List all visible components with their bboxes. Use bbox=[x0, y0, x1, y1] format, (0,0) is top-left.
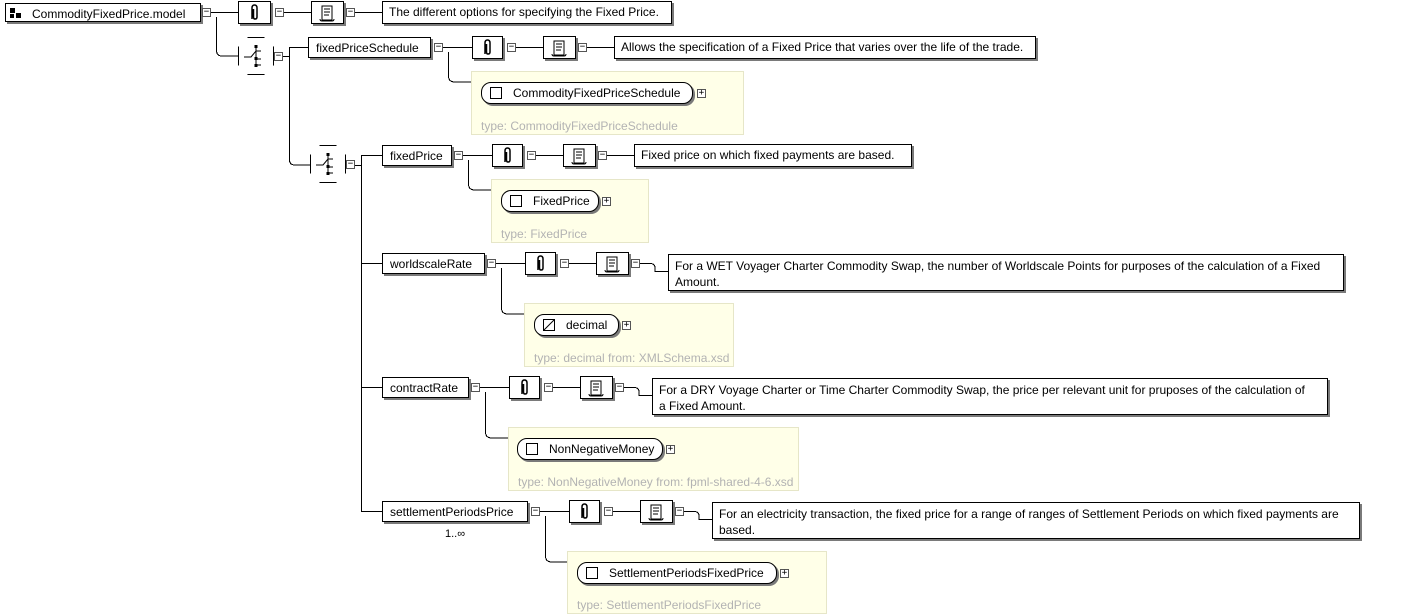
collapse-toggle[interactable]: − bbox=[346, 7, 355, 17]
scroll-icon bbox=[580, 376, 613, 399]
complex-type-pill[interactable]: FixedPrice bbox=[501, 190, 599, 212]
type-name: decimal bbox=[566, 318, 608, 332]
collapse-toggle[interactable]: − bbox=[544, 382, 553, 392]
element-label: worldscaleRate bbox=[390, 257, 473, 271]
expand-toggle[interactable]: + bbox=[780, 568, 789, 578]
collapse-toggle[interactable]: − bbox=[604, 506, 613, 516]
collapse-toggle[interactable]: − bbox=[275, 7, 284, 17]
choice-compositor-icon[interactable] bbox=[238, 37, 274, 75]
expand-toggle[interactable]: + bbox=[697, 88, 706, 98]
type-label: type: NonNegativeMoney from: fpml-shared… bbox=[518, 475, 794, 489]
scroll-icon bbox=[596, 252, 629, 275]
complex-type-icon bbox=[586, 567, 598, 579]
collapse-toggle[interactable]: − bbox=[531, 506, 540, 516]
choice-compositor-icon[interactable] bbox=[310, 145, 346, 183]
paperclip-icon bbox=[492, 144, 523, 167]
collapse-toggle[interactable]: − bbox=[631, 258, 640, 268]
collapse-toggle[interactable]: − bbox=[675, 506, 684, 516]
collapse-toggle[interactable]: − bbox=[578, 42, 587, 52]
expand-toggle[interactable]: + bbox=[666, 444, 675, 454]
type-label: type: SettlementPeriodsFixedPrice bbox=[577, 598, 762, 612]
collapse-toggle[interactable]: − bbox=[471, 382, 480, 392]
documentation-text: Fixed price on which fixed payments are … bbox=[641, 148, 895, 162]
simple-type-pill[interactable]: decimal bbox=[534, 314, 619, 336]
paperclip-icon bbox=[509, 376, 540, 399]
paperclip-icon bbox=[525, 252, 556, 275]
documentation-box: Fixed price on which fixed payments are … bbox=[634, 144, 912, 167]
scroll-icon bbox=[563, 144, 596, 167]
type-name: SettlementPeriodsFixedPrice bbox=[609, 566, 764, 580]
model-group-label: CommodityFixedPrice.model bbox=[32, 7, 186, 21]
paperclip-icon bbox=[472, 36, 503, 59]
collapse-toggle[interactable]: − bbox=[507, 42, 516, 52]
collapse-toggle[interactable]: − bbox=[274, 51, 283, 61]
paperclip-icon bbox=[569, 500, 600, 523]
element-label: fixedPrice bbox=[390, 149, 443, 163]
documentation-text: For an electricity transaction, the fixe… bbox=[719, 507, 1339, 521]
type-label: type: decimal from: XMLSchema.xsd bbox=[534, 351, 730, 365]
scroll-icon bbox=[311, 1, 344, 24]
paperclip-icon bbox=[238, 1, 271, 24]
scroll-icon bbox=[640, 500, 673, 523]
collapse-toggle[interactable]: − bbox=[202, 7, 211, 17]
documentation-text: a Fixed Amount. bbox=[659, 399, 746, 413]
documentation-box: The different options for specifying the… bbox=[382, 1, 672, 24]
collapse-toggle[interactable]: − bbox=[560, 258, 569, 268]
documentation-box: For a WET Voyager Charter Commodity Swap… bbox=[668, 254, 1344, 291]
expand-toggle[interactable]: + bbox=[622, 320, 631, 330]
scroll-icon bbox=[543, 36, 576, 59]
documentation-text: Amount. bbox=[675, 275, 720, 289]
complex-type-pill[interactable]: CommodityFixedPriceSchedule bbox=[481, 82, 693, 104]
collapse-toggle[interactable]: − bbox=[527, 150, 536, 160]
type-name: CommodityFixedPriceSchedule bbox=[513, 86, 681, 100]
complex-type-icon bbox=[510, 195, 522, 207]
model-group-icon bbox=[10, 8, 22, 18]
model-group-node[interactable]: CommodityFixedPrice.model bbox=[5, 3, 201, 22]
documentation-text: Allows the specification of a Fixed Pric… bbox=[621, 40, 1024, 54]
collapse-toggle[interactable]: − bbox=[615, 382, 624, 392]
documentation-text: For a WET Voyager Charter Commodity Swap… bbox=[675, 259, 1321, 273]
element-label: settlementPeriodsPrice bbox=[390, 505, 514, 519]
collapse-toggle[interactable]: − bbox=[598, 150, 607, 160]
collapse-toggle[interactable]: − bbox=[487, 258, 496, 268]
element-contractRate[interactable]: contractRate bbox=[382, 377, 469, 398]
element-label: fixedPriceSchedule bbox=[316, 41, 419, 55]
type-label: type: CommodityFixedPriceSchedule bbox=[481, 119, 678, 133]
complex-type-pill[interactable]: SettlementPeriodsFixedPrice bbox=[577, 562, 777, 584]
documentation-box: For a DRY Voyage Charter or Time Charter… bbox=[652, 378, 1328, 415]
documentation-text: For a DRY Voyage Charter or Time Charter… bbox=[659, 383, 1305, 397]
element-fixedPrice[interactable]: fixedPrice bbox=[382, 145, 452, 166]
collapse-toggle[interactable]: − bbox=[434, 42, 443, 52]
type-name: FixedPrice bbox=[533, 194, 590, 208]
documentation-box: For an electricity transaction, the fixe… bbox=[712, 502, 1360, 539]
complex-type-pill[interactable]: NonNegativeMoney bbox=[517, 438, 663, 460]
element-label: contractRate bbox=[390, 381, 459, 395]
simple-type-icon bbox=[543, 319, 555, 331]
element-fixedPriceSchedule[interactable]: fixedPriceSchedule bbox=[308, 37, 431, 58]
expand-toggle[interactable]: + bbox=[602, 196, 611, 206]
type-name: NonNegativeMoney bbox=[549, 442, 655, 456]
type-label: type: FixedPrice bbox=[501, 227, 588, 241]
documentation-text: The different options for specifying the… bbox=[389, 5, 659, 19]
complex-type-icon bbox=[490, 87, 502, 99]
collapse-toggle[interactable]: − bbox=[454, 150, 463, 160]
occurrence-label: 1..∞ bbox=[445, 528, 466, 540]
collapse-toggle[interactable]: − bbox=[346, 159, 355, 169]
element-settlementPeriodsPrice[interactable]: settlementPeriodsPrice bbox=[382, 501, 528, 522]
documentation-text: based. bbox=[719, 523, 756, 537]
complex-type-icon bbox=[526, 443, 538, 455]
documentation-box: Allows the specification of a Fixed Pric… bbox=[614, 36, 1036, 59]
element-worldscaleRate[interactable]: worldscaleRate bbox=[382, 253, 485, 274]
